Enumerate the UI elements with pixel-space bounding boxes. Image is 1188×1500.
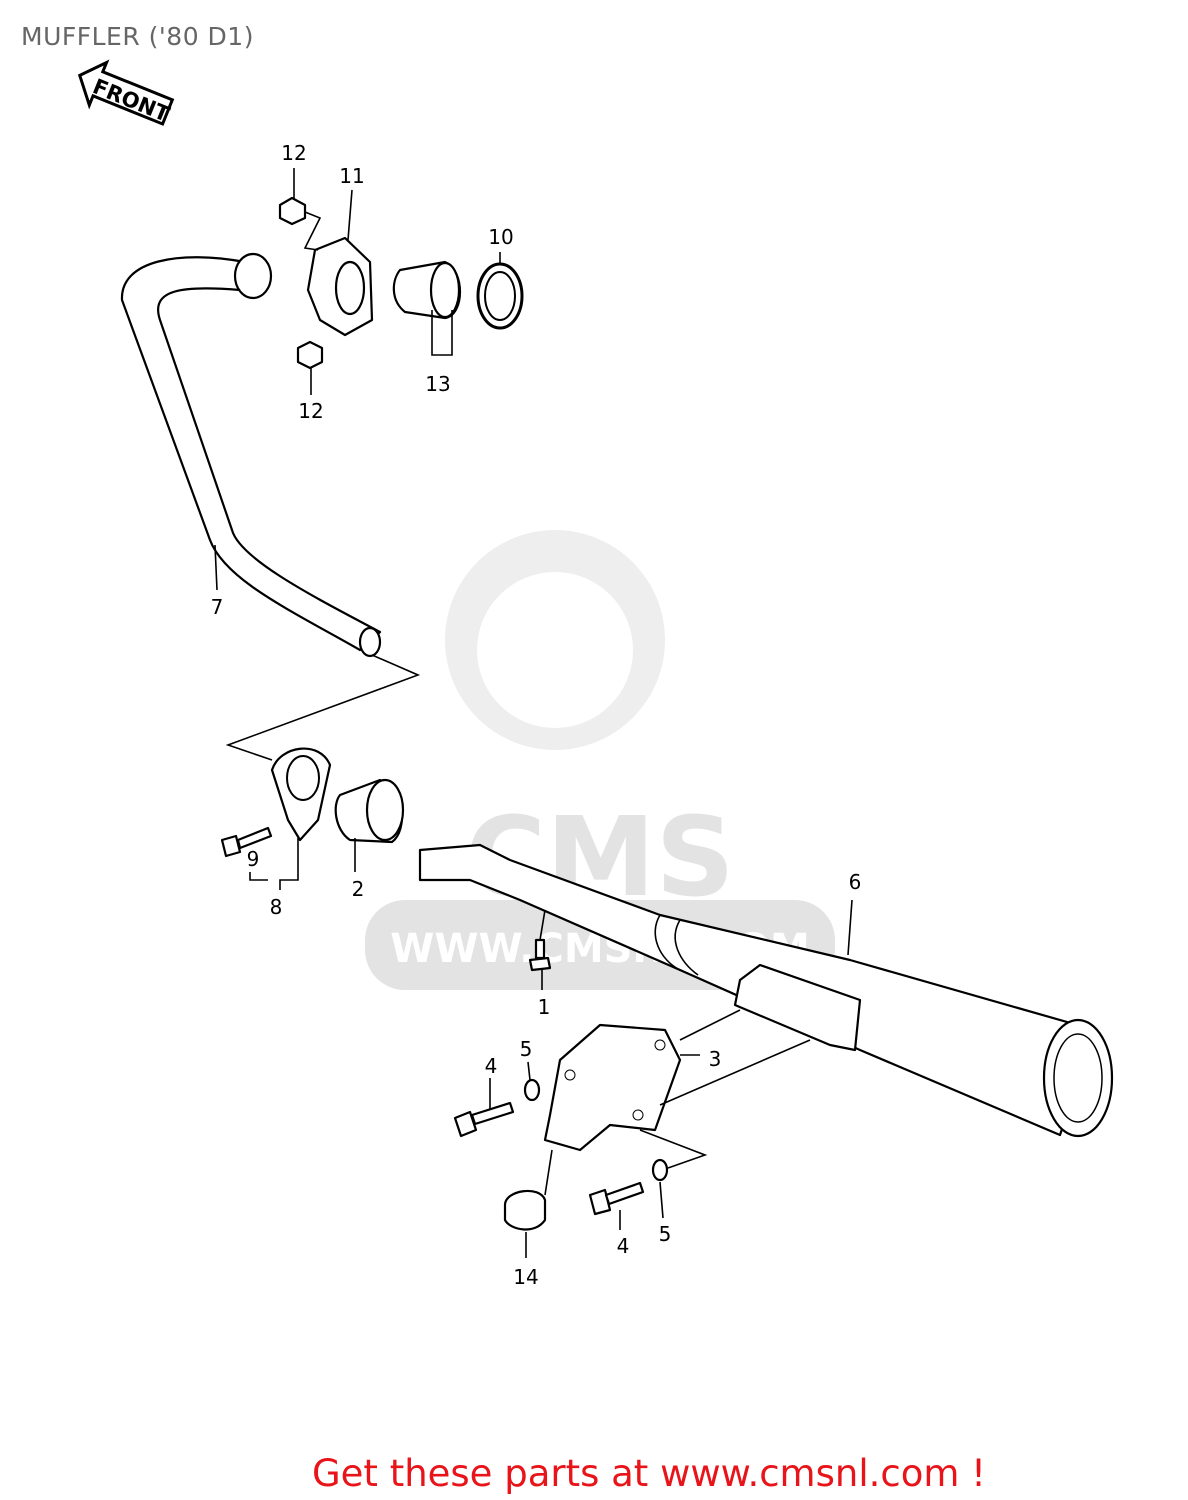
callout-5: 5 [520, 1037, 533, 1061]
callout-7: 7 [211, 595, 224, 619]
callout-9: 9 [247, 847, 260, 871]
bracket-3 [543, 1023, 682, 1152]
sleeve-2 [334, 778, 405, 844]
screw-1 [528, 938, 552, 972]
page-title: MUFFLER ('80 D1) [21, 22, 254, 51]
callout-12: 12 [281, 141, 306, 165]
callout-10: 10 [488, 225, 513, 249]
callout-12: 12 [298, 399, 323, 423]
bolt-4b [588, 1181, 645, 1216]
callout-11: 11 [339, 164, 364, 188]
clamp-8 [270, 747, 332, 842]
damper-14 [503, 1189, 547, 1231]
callout-6: 6 [849, 870, 862, 894]
callout-4: 4 [617, 1234, 630, 1258]
collar-13 [392, 260, 462, 320]
callout-14: 14 [513, 1265, 538, 1289]
bolt-9 [220, 826, 273, 858]
callout-1: 1 [538, 995, 551, 1019]
footer-text[interactable]: Get these parts at www.cmsnl.com ! [311, 1452, 986, 1495]
callouts: 12 11 10 13 12 7 6 9 8 2 1 3 4 5 4 5 14 [211, 141, 862, 1289]
callout-5: 5 [659, 1222, 672, 1246]
bolt-4 [453, 1101, 515, 1138]
callout-8: 8 [270, 895, 283, 919]
nut-12 [278, 196, 307, 226]
flange-11 [306, 236, 374, 337]
muffler-6 [418, 843, 1114, 1138]
leader-lines [214, 168, 853, 1258]
callout-3: 3 [709, 1047, 722, 1071]
gasket-10 [476, 262, 524, 330]
nut-12b [296, 340, 324, 370]
footer-link[interactable]: Get these parts at www.cmsnl.com ! [0, 1452, 1188, 1495]
exhaust-pipe-7 [120, 252, 382, 658]
washer-5 [523, 1078, 541, 1102]
callout-4: 4 [485, 1054, 498, 1078]
callout-13: 13 [425, 372, 450, 396]
callout-2: 2 [352, 877, 365, 901]
front-arrow: FRONT [77, 59, 175, 127]
washer-5b [651, 1158, 669, 1182]
